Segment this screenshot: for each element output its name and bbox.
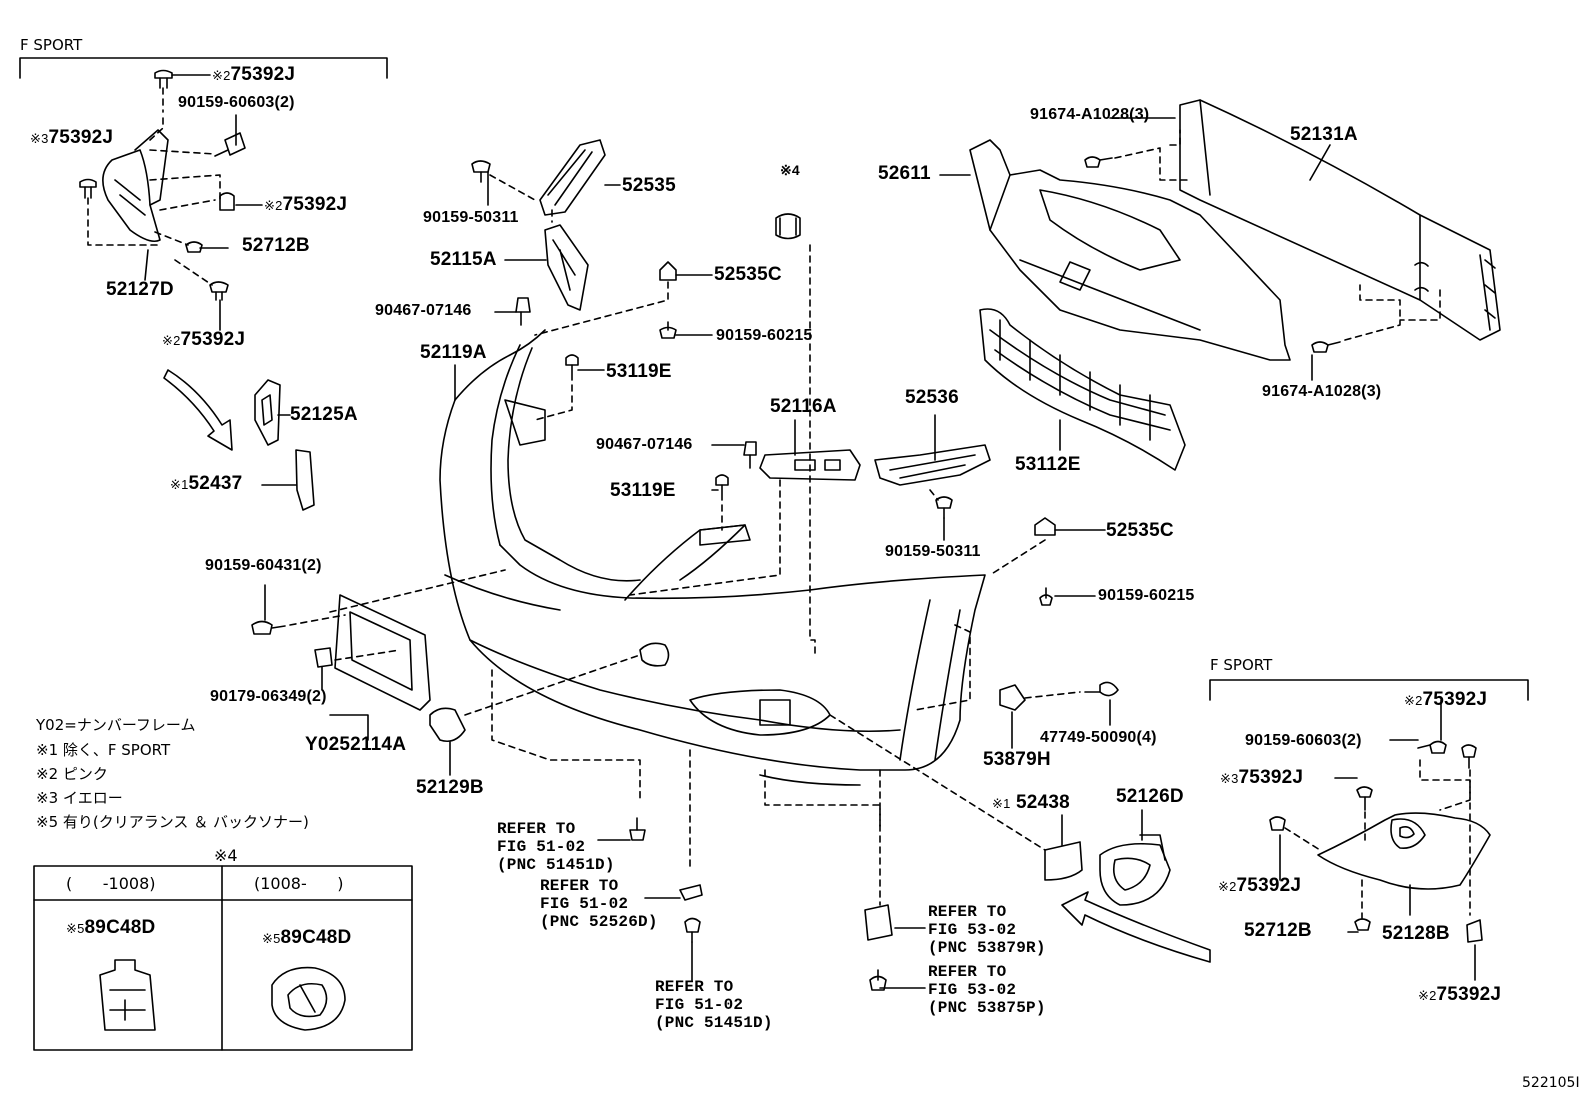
part-53879H: 53879H bbox=[983, 749, 1051, 770]
license-bracket-drawing bbox=[334, 594, 431, 711]
part-53112E: 53112E bbox=[1015, 454, 1081, 475]
part-90159-60603-a: 90159-60603(2) bbox=[178, 94, 295, 111]
direction-arrow-right bbox=[1061, 891, 1211, 963]
bracket-52535-drawing bbox=[471, 139, 606, 216]
part-52438: ※1 52438 bbox=[992, 792, 1070, 813]
legend-line-1: Y02=ナンバーフレーム bbox=[36, 716, 196, 734]
part-75392J-e: ※275392J bbox=[1404, 689, 1488, 710]
part-75392J-b: ※375392J bbox=[30, 127, 114, 148]
part-90159-60215-a: 90159-60215 bbox=[716, 327, 813, 344]
part-90159-50311-b: 90159-50311 bbox=[885, 543, 981, 560]
fog-lamp-52126D-drawing bbox=[1099, 834, 1171, 906]
part-52712B-a: 52712B bbox=[242, 235, 310, 256]
part-52116A: 52116A bbox=[770, 396, 837, 417]
part-Y02-52114A: Y0252114A bbox=[305, 734, 407, 755]
figure-code: 522105I bbox=[1522, 1075, 1580, 1091]
part-75392J-d: ※275392J bbox=[162, 329, 246, 350]
part-90159-60431: 90159-60431(2) bbox=[205, 557, 322, 574]
part-75392J-f: ※375392J bbox=[1220, 767, 1304, 788]
legend-line-3: ※2 ピンク bbox=[36, 765, 108, 783]
bracket-52536-drawing bbox=[874, 444, 991, 486]
reinforcement-52131A-drawing bbox=[1179, 99, 1501, 341]
fsport-label-lower: F SPORT bbox=[1210, 656, 1273, 674]
bracket-52115A-drawing bbox=[544, 224, 589, 311]
fsport-label-upper: F SPORT bbox=[20, 36, 83, 54]
part-53119E-b: 53119E bbox=[610, 480, 676, 501]
part-52535C-b: 52535C bbox=[1106, 520, 1174, 541]
part-52126D: 52126D bbox=[1116, 786, 1184, 807]
part-75392J-c: ※275392J bbox=[264, 194, 348, 215]
sensor-table-col2-header: (1008- ) bbox=[254, 874, 344, 893]
part-52437: ※152437 bbox=[170, 473, 243, 494]
part-52119A: 52119A bbox=[420, 342, 487, 363]
part-52535C-a: 52535C bbox=[714, 264, 782, 285]
part-90467-07146-a: 90467-07146 bbox=[375, 302, 472, 319]
part-91674-A1028-b: 91674-A1028(3) bbox=[1262, 383, 1382, 400]
direction-arrow-left bbox=[163, 369, 233, 451]
bracket-52127D-drawing bbox=[102, 129, 169, 243]
part-53119E-a: 53119E bbox=[606, 361, 672, 382]
part-75392J-a: ※275392J bbox=[212, 64, 296, 85]
part-52115A: 52115A bbox=[430, 249, 497, 270]
part-90159-50311-a: 90159-50311 bbox=[423, 209, 519, 226]
part-52127D: 52127D bbox=[106, 279, 174, 300]
clip-75392J-drawing bbox=[79, 69, 246, 301]
part-47749-50090: 47749-50090(4) bbox=[1040, 729, 1157, 746]
part-52611: 52611 bbox=[878, 163, 931, 184]
grille-53112E-drawing bbox=[979, 308, 1186, 471]
leader-lines bbox=[144, 74, 1476, 989]
sensor-clip-drawing bbox=[775, 213, 801, 240]
absorber-52611-drawing bbox=[969, 139, 1291, 361]
sensor-table-drawing bbox=[33, 865, 413, 1051]
legend-line-4: ※3 イエロー bbox=[36, 789, 123, 807]
part-52536: 52536 bbox=[905, 387, 959, 408]
part-90179-06349: 90179-06349(2) bbox=[210, 688, 327, 705]
retainer-52116A-drawing bbox=[759, 449, 861, 481]
legend-line-5: ※5 有り(クリアランス ＆ バックソナー) bbox=[36, 813, 309, 831]
part-75392J-g: ※275392J bbox=[1218, 875, 1302, 896]
part-91674-A1028-a: 91674-A1028(3) bbox=[1030, 106, 1150, 123]
part-89C48D-a: ※589C48D bbox=[66, 917, 156, 938]
fsport-bracket-lower bbox=[1209, 679, 1529, 701]
part-52712B-b: 52712B bbox=[1244, 920, 1312, 941]
parts-52125A-52437-drawing bbox=[254, 379, 315, 511]
sensor-table-col1-header: ( -1008) bbox=[66, 874, 156, 893]
part-89C48D-b: ※589C48D bbox=[262, 927, 352, 948]
legend-line-2: ※1 除く、F SPORT bbox=[36, 741, 171, 759]
part-52128B: 52128B bbox=[1382, 923, 1450, 944]
part-52125A: 52125A bbox=[290, 404, 358, 425]
part-90159-60215-b: 90159-60215 bbox=[1098, 587, 1195, 604]
part-90159-60603-b: 90159-60603(2) bbox=[1245, 732, 1362, 749]
sensor-table-title: ※4 bbox=[214, 846, 238, 865]
part-52535: 52535 bbox=[622, 175, 676, 196]
part-52131A: 52131A bbox=[1290, 124, 1358, 145]
part-90467-07146-b: 90467-07146 bbox=[596, 436, 693, 453]
fsport-bracket-upper bbox=[19, 57, 388, 79]
garnish-52128B-drawing bbox=[1317, 812, 1491, 890]
part-52129B: 52129B bbox=[416, 777, 484, 798]
mark-4-sensor: ※4 bbox=[780, 162, 800, 178]
part-75392J-h: ※275392J bbox=[1418, 984, 1502, 1005]
